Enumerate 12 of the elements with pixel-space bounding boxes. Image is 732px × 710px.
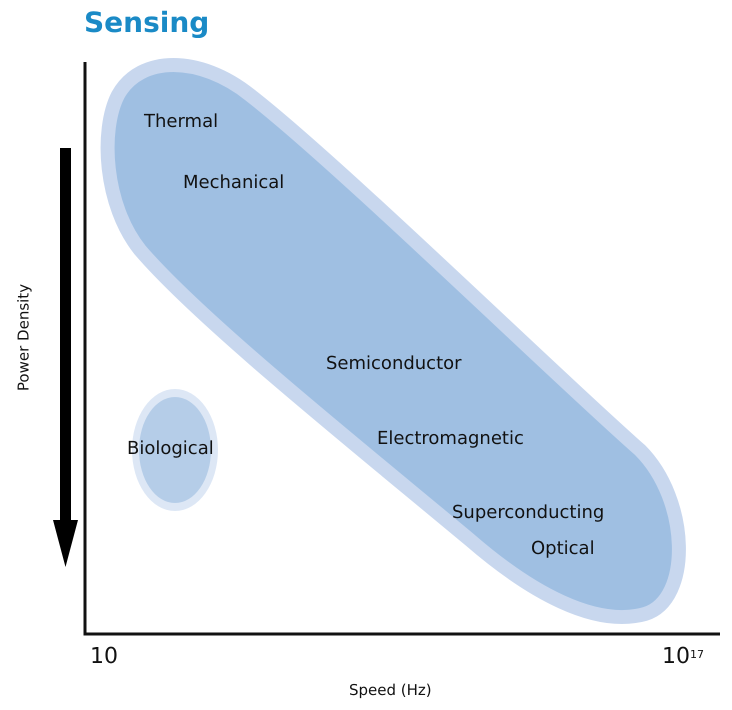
category-label: Thermal [144, 113, 218, 131]
title: Sensing [84, 5, 210, 41]
axis-tick-label: 10$^{17}$ [662, 646, 704, 668]
category-label: Electromagnetic [377, 430, 524, 448]
x-axis-label: Speed (Hz) [349, 683, 432, 698]
category-label: Optical [531, 540, 595, 558]
category-label: Mechanical [183, 174, 284, 192]
category-label: Superconducting [452, 504, 604, 522]
axis-tick-label: 10 [90, 646, 118, 668]
y-axis-label: Power Density [16, 282, 32, 394]
category-label: Semiconductor [326, 355, 462, 373]
category-label: Biological [127, 440, 214, 458]
